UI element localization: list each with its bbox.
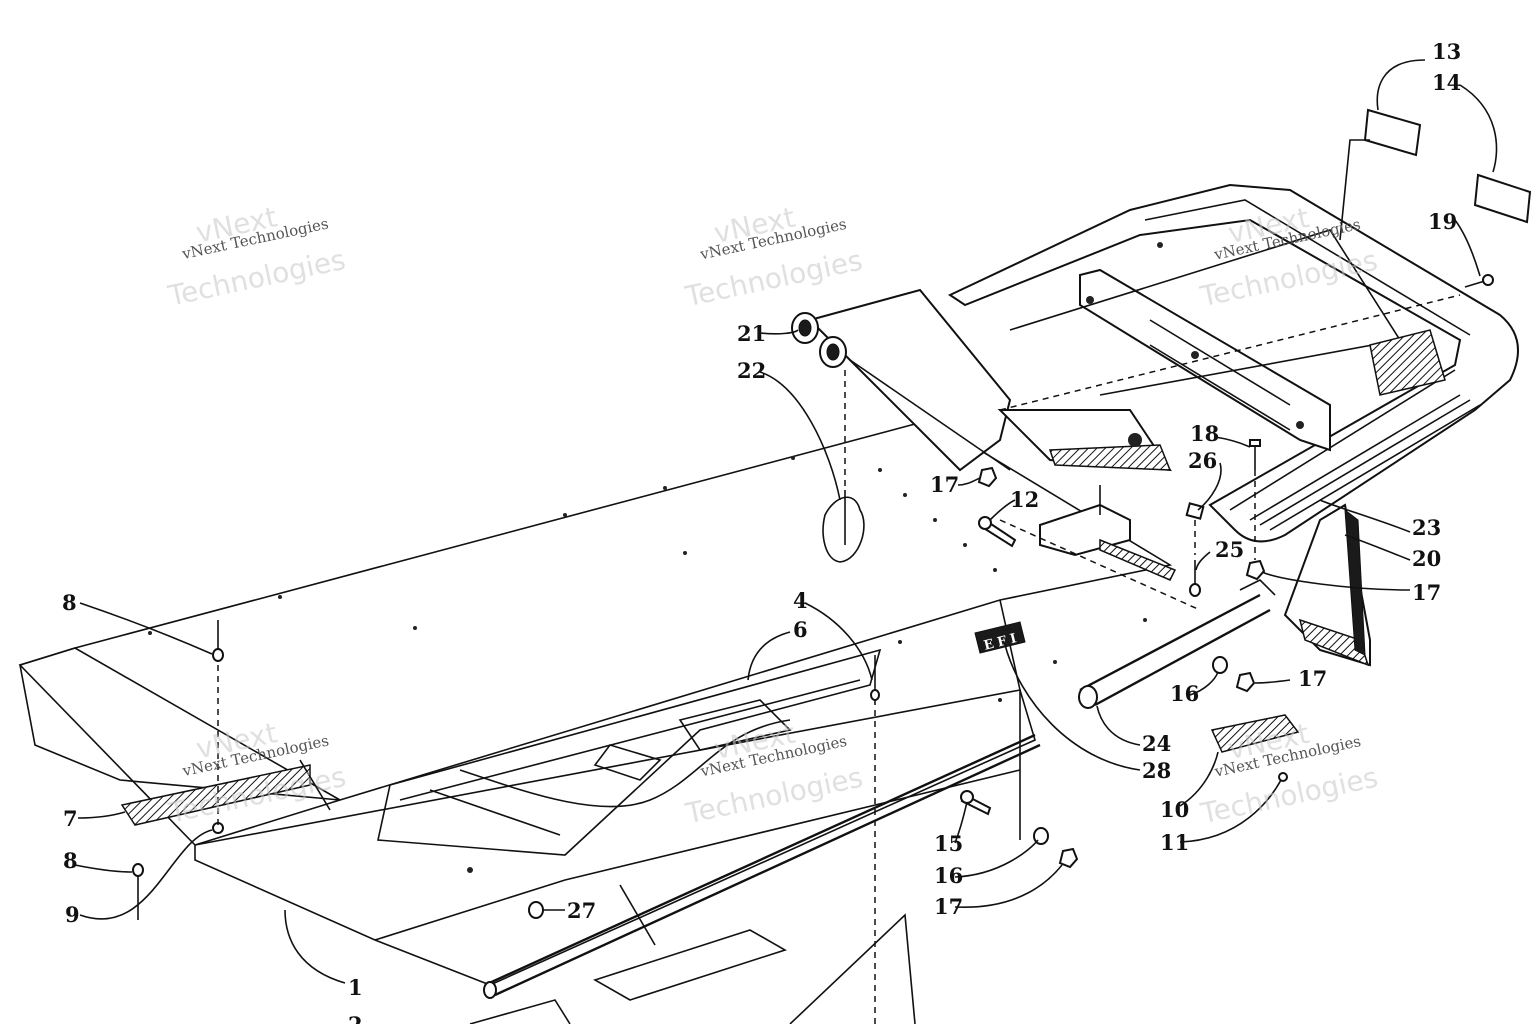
footrest-plate [469,913,916,1025]
leader-lines [74,59,1498,984]
watermark-4: vNext vNext Technologies Technologies [165,716,349,830]
rear-axle-rod [1078,579,1276,709]
label-13: 13 [1432,39,1461,64]
rivet-holes [148,456,1147,873]
label-17a: 17 [930,472,959,497]
shock-support-arm [791,288,1172,472]
assembly-lines [217,294,1461,1024]
label-22: 22 [737,358,766,383]
label-2: 2 [348,1012,363,1024]
watermark-6: vNext vNext Technologies Technologies [1197,717,1381,831]
efi-decal: EFI [974,621,1026,654]
center-cutout [377,648,882,856]
label-14: 14 [1432,70,1461,95]
hardware [132,274,1494,920]
label-20: 20 [1412,546,1441,571]
label-9: 9 [65,902,80,927]
label-27: 27 [567,898,596,923]
watermark-5: vNext vNext Technologies Technologies [682,717,866,831]
label-10: 10 [1160,797,1189,822]
label-16b: 16 [934,863,963,888]
label-25: 25 [1215,537,1244,562]
reflectors [1210,108,1532,753]
label-16a: 16 [1170,681,1199,706]
label-11: 11 [1160,830,1189,855]
label-24: 24 [1142,731,1171,756]
label-17b: 17 [1412,580,1441,605]
tunnel-body [18,419,1173,999]
label-8a: 8 [62,590,77,615]
label-12: 12 [1010,487,1039,512]
label-4: 4 [793,588,808,613]
watermark-1: vNext vNext Technologies Technologies [165,200,349,313]
front-bracket [120,759,331,826]
label-28: 28 [1142,758,1171,783]
label-6: 6 [793,617,808,642]
label-19: 19 [1428,209,1457,234]
label-1: 1 [348,975,363,1000]
label-26: 26 [1188,448,1217,473]
label-8b: 8 [63,848,78,873]
callout-labels: 1 2 4 6 7 8 8 9 10 11 12 13 14 15 16 16 … [62,39,1461,1028]
label-18: 18 [1190,421,1219,446]
label-15: 15 [934,831,963,856]
mount-block [1039,485,1177,581]
label-17c: 17 [1298,666,1327,691]
rear-bumper-frame [947,183,1519,543]
label-17d: 17 [934,894,963,919]
label-21: 21 [737,321,766,346]
watermark-2: vNext vNext Technologies Technologies [682,201,866,314]
label-23: 23 [1412,515,1441,540]
label-7: 7 [63,806,78,831]
